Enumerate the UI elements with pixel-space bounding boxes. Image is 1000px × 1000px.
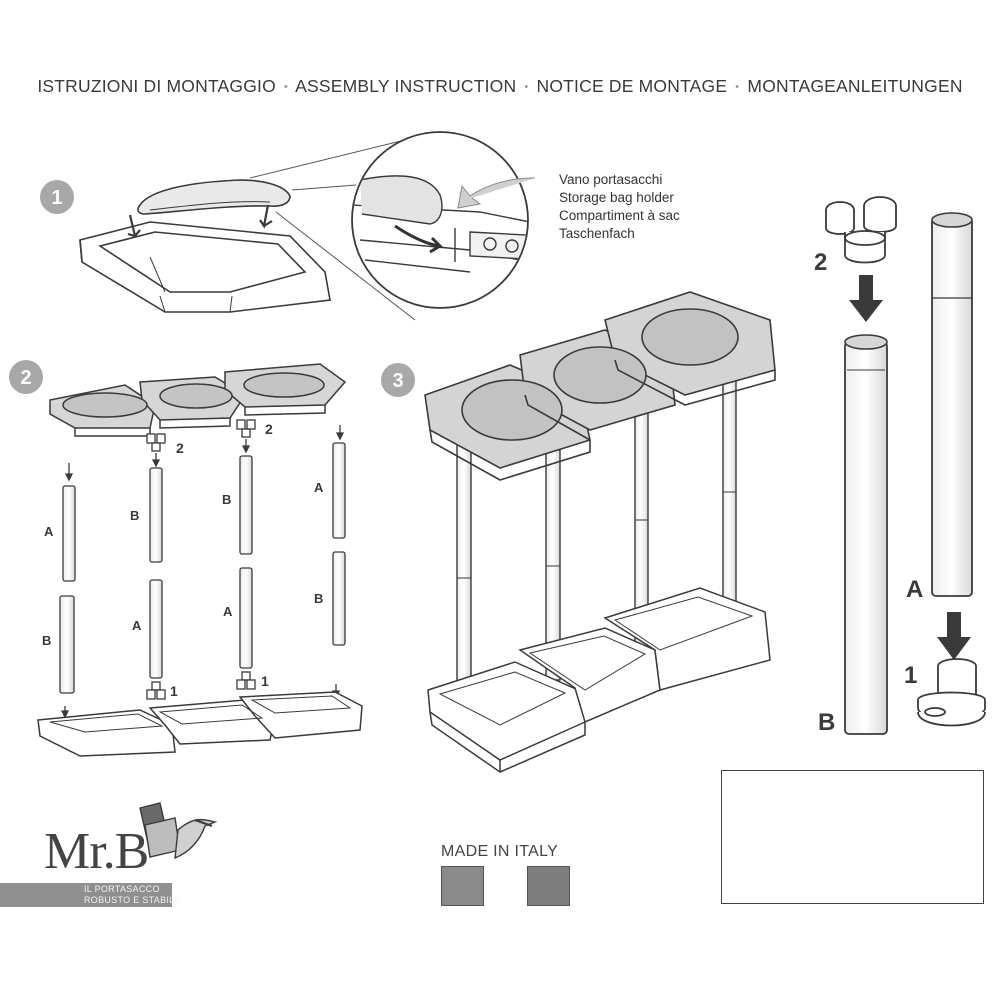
- step1-number: 1: [51, 187, 62, 209]
- color-swatch-1: [441, 866, 484, 906]
- instruction-title: ISTRUZIONI DI MONTAGGIO • ASSEMBLY INSTR…: [0, 76, 1000, 97]
- detail-connector-label-1: 1: [904, 662, 917, 689]
- detail-pole-label-b: B: [818, 709, 835, 736]
- step2-number: 2: [20, 367, 31, 389]
- connector-label-1: 1: [261, 673, 269, 689]
- connector-label-1: 1: [170, 683, 178, 699]
- down-arrow-icon: [60, 425, 345, 719]
- pole-labels: A B B A B A A B: [42, 480, 324, 648]
- brand-tagline-line1: IL PORTASACCO: [84, 884, 160, 894]
- step3-badge: 3: [381, 363, 415, 397]
- step2-poles: [59, 442, 346, 694]
- title-separator: •: [524, 81, 529, 93]
- title-english: ASSEMBLY INSTRUCTION: [295, 76, 517, 96]
- connector-label-2: 2: [176, 440, 184, 456]
- title-italian: ISTRUZIONI DI MONTAGGIO: [37, 76, 276, 96]
- step3-base: [427, 587, 771, 774]
- title-german: MONTAGEANLEITUNGEN: [747, 76, 963, 96]
- detail-pole-label-a: A: [906, 576, 923, 603]
- detail-pole-b: [844, 334, 888, 735]
- pole-label-a: A: [314, 480, 324, 495]
- pole-label-a: A: [44, 524, 54, 539]
- step2-lid-row: [49, 363, 347, 437]
- title-french: NOTICE DE MONTAGE: [536, 76, 728, 96]
- zoom-guide-lines: [249, 139, 416, 321]
- pole-label-b: B: [314, 591, 323, 606]
- pole-label-b: B: [42, 633, 51, 648]
- step1-detail-magnifier: [351, 131, 536, 309]
- step2-badge: 2: [9, 360, 43, 394]
- pole-label-b: B: [222, 492, 231, 507]
- legend-english: Storage bag holder: [559, 190, 674, 205]
- pole-label-b: B: [130, 508, 139, 523]
- title-separator: •: [735, 81, 740, 93]
- pole-label-a: A: [132, 618, 142, 633]
- made-in-italy-label: MADE IN ITALY: [441, 843, 559, 860]
- step3-number: 3: [392, 370, 403, 392]
- brand-tagline-bar: [0, 883, 172, 907]
- brand-name: Mr.B: [44, 823, 149, 880]
- detail-connector-1: [917, 658, 986, 727]
- brand-tagline-line2: ROBUSTO E STABILE: [84, 895, 181, 905]
- product-label-box: [721, 770, 984, 904]
- step2-base-row: [37, 691, 363, 757]
- legend-german: Taschenfach: [559, 226, 635, 241]
- detail-connector-2: [825, 196, 897, 264]
- detail-pole-a: [931, 212, 973, 597]
- legend-french: Compartiment à sac: [559, 208, 680, 223]
- color-swatch-2: [527, 866, 570, 906]
- pole-label-a: A: [223, 604, 233, 619]
- title-separator: •: [283, 81, 289, 93]
- legend-italian: Vano portasacchi: [559, 172, 663, 187]
- detail-connector-label-2: 2: [814, 249, 827, 276]
- step2-top-connectors: [146, 419, 256, 452]
- step3-lids: [424, 291, 776, 481]
- step1-badge: 1: [40, 180, 74, 214]
- bag-holder-legend: Vano portasacchi Storage bag holder Comp…: [559, 171, 680, 243]
- step1-base-tray: [79, 179, 331, 313]
- brand-logo-icon: [139, 802, 218, 860]
- step2-bottom-connectors: [146, 671, 256, 700]
- connector-label-2: 2: [265, 421, 273, 437]
- down-arrow-icon: [849, 275, 971, 660]
